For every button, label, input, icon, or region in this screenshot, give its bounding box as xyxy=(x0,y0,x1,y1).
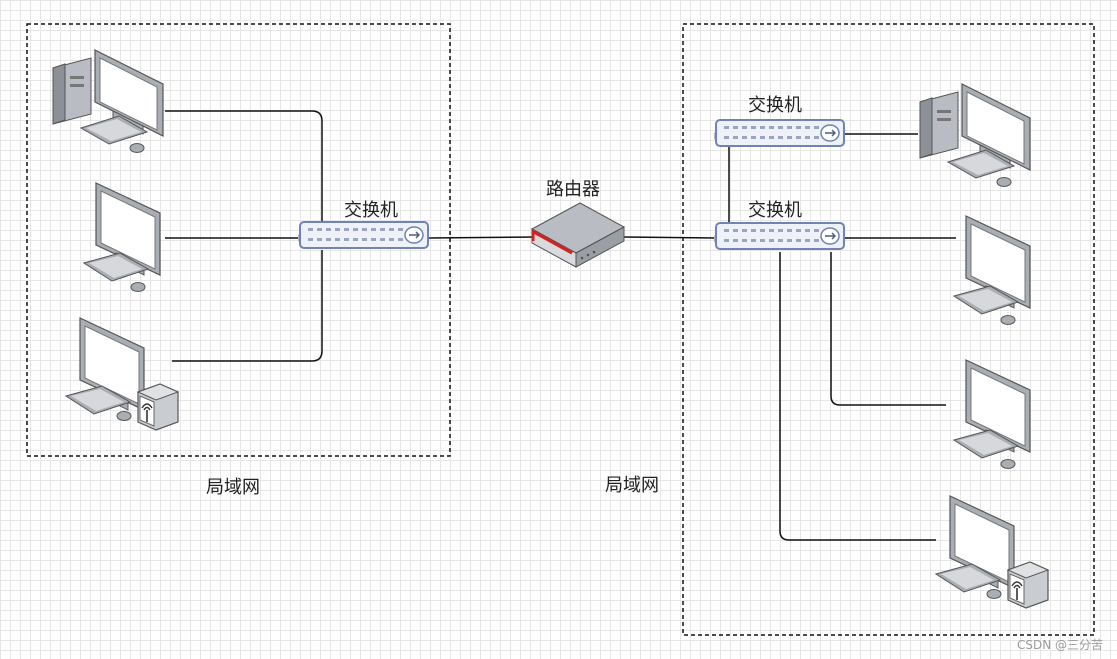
monitor-workstation-icon xyxy=(953,359,1031,470)
monitor-workstation-icon xyxy=(953,215,1031,326)
network-switch-icon xyxy=(713,222,845,250)
network-switch-icon xyxy=(713,119,845,147)
wireless-workstation-icon xyxy=(935,495,1049,609)
link-pc1-switch xyxy=(165,110,323,226)
network-switch-icon xyxy=(297,221,429,249)
lan-label-left: 局域网 xyxy=(206,477,260,498)
link-pc3-switch xyxy=(172,250,323,362)
link-switch-monitor2 xyxy=(830,252,946,406)
monitor-workstation-icon xyxy=(83,182,161,293)
wireless-workstation-icon xyxy=(65,317,179,431)
switch-label-right-bottom: 交换机 xyxy=(748,200,802,221)
switch-label-left: 交换机 xyxy=(344,200,398,221)
router-label: 路由器 xyxy=(546,179,600,200)
lan-right-boundary xyxy=(682,23,1095,636)
switch-label-right-top: 交换机 xyxy=(748,95,802,116)
link-switch-router xyxy=(427,236,537,239)
connection-lines xyxy=(165,110,956,541)
desktop-computer-icon xyxy=(919,83,1031,188)
csdn-watermark: CSDN @三分苦 xyxy=(1016,638,1103,652)
desktop-computer-icon xyxy=(52,49,164,154)
router-icon xyxy=(530,201,626,269)
link-router-switch xyxy=(621,236,717,239)
lan-label-right: 局域网 xyxy=(605,475,659,496)
lan-left-boundary xyxy=(26,23,451,457)
link-switch-wireless xyxy=(779,252,936,541)
